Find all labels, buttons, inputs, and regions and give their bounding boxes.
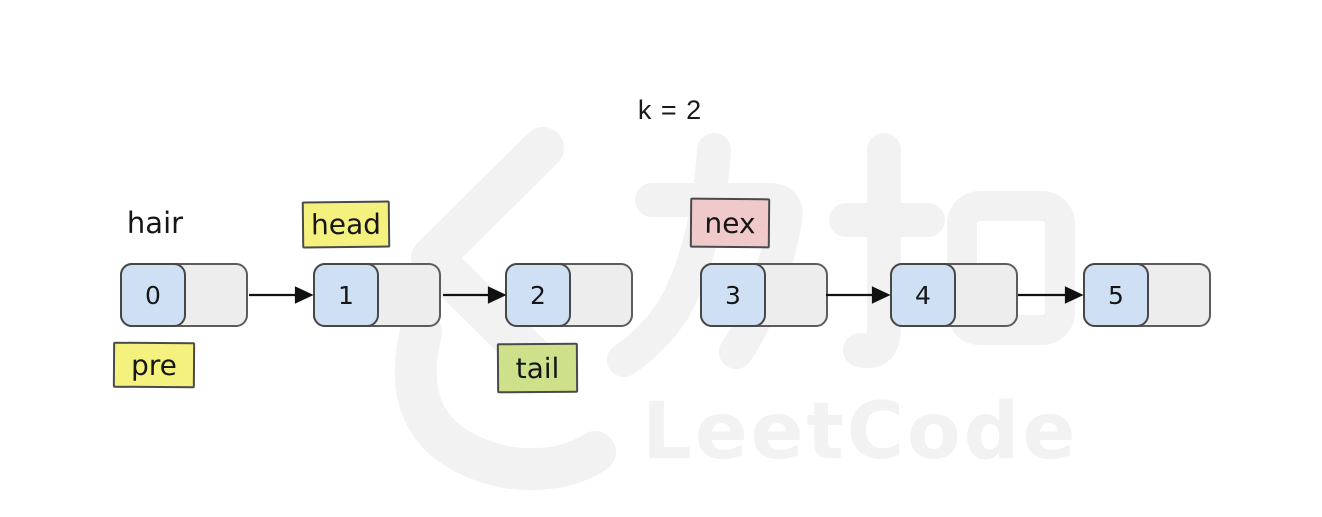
arrow-3-to-4 [826, 286, 891, 304]
list-node-3: 3 [700, 263, 828, 327]
pointer-label-hair: hair [126, 206, 184, 240]
node-value: 0 [145, 280, 161, 310]
list-node-1: 1 [313, 263, 441, 327]
node-value-box: 5 [1083, 263, 1149, 327]
arrow-0-to-1 [249, 286, 314, 304]
list-node-2: 2 [505, 263, 633, 327]
node-value: 4 [915, 280, 931, 310]
cjk-kou-stroke [843, 133, 901, 368]
node-value: 3 [725, 280, 741, 310]
leetcode-logo-mark [411, 127, 564, 389]
node-value-box: 2 [505, 263, 571, 327]
list-node-0: 0 [120, 263, 248, 327]
arrow-1-to-2 [443, 286, 507, 304]
leetcode-logo-curve [394, 311, 616, 491]
node-value-box: 3 [700, 263, 766, 327]
k-value-label: k = 2 [637, 95, 703, 125]
watermark-text: LeetCode [642, 387, 1078, 477]
list-node-4: 4 [890, 263, 1018, 327]
node-value: 2 [530, 280, 546, 310]
node-value-box: 4 [890, 263, 956, 327]
node-value-box: 1 [313, 263, 379, 327]
arrow-4-to-5 [1018, 286, 1084, 304]
list-node-5: 5 [1083, 263, 1211, 327]
node-value: 1 [338, 280, 354, 310]
node-value-box: 0 [120, 263, 186, 327]
node-value: 5 [1108, 280, 1124, 310]
